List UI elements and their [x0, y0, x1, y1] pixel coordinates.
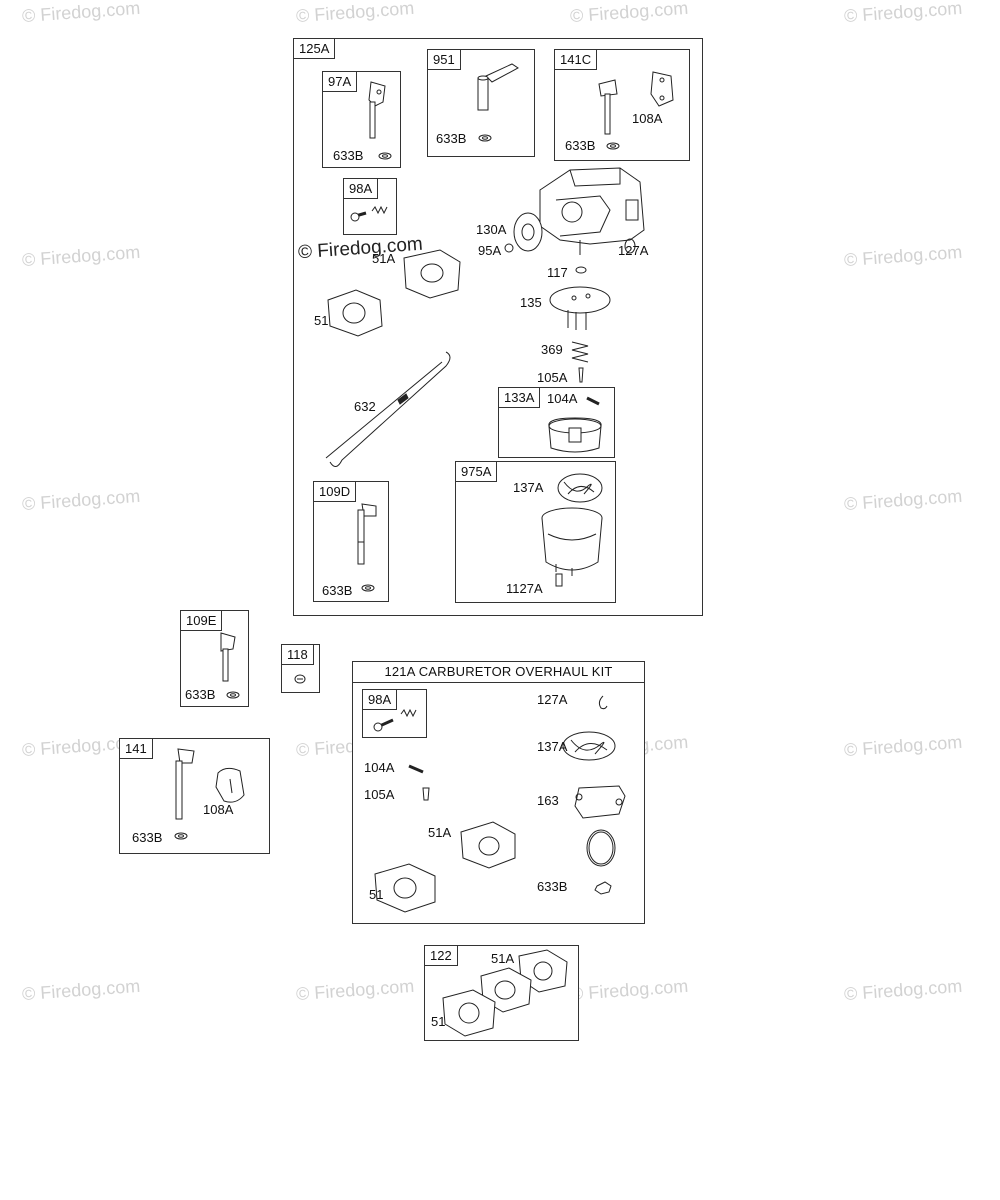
- frame-label: 133A: [498, 387, 541, 408]
- part-label-104a: 104A: [547, 391, 578, 406]
- throttle-shaft-drawing: [314, 482, 388, 601]
- part-label-1127a: 1127A: [506, 581, 543, 596]
- part-label-127a: 127A: [618, 243, 649, 258]
- part-label-632: 632: [354, 399, 376, 414]
- watermark: © Firedog.com: [295, 0, 415, 27]
- frame-label: 141C: [554, 49, 598, 70]
- part-label-51: 51: [314, 313, 329, 328]
- part-label-633b: 633B: [537, 879, 568, 894]
- float-drawing: [499, 388, 614, 457]
- part-label-137a: 137A: [537, 739, 568, 754]
- part-label-163: 163: [537, 793, 559, 808]
- idle-screw-drawing: [344, 179, 396, 234]
- watermark: © Firedog.com: [843, 731, 963, 761]
- frame-109d: 109D 633B: [313, 481, 389, 602]
- part-label-108a: 108A: [203, 802, 234, 817]
- part-label-633b: 633B: [436, 131, 467, 146]
- screw-drawing: [282, 645, 319, 692]
- watermark: © Firedog.com: [569, 0, 689, 27]
- part-label-51a: 51A: [491, 951, 515, 966]
- idle-screw-drawing: [363, 690, 426, 737]
- frame-label: 122: [424, 945, 458, 966]
- frame-141c: 141C 108A 633B: [554, 49, 690, 161]
- part-label-108a: 108A: [632, 111, 663, 126]
- shaft-drawing: [428, 50, 534, 156]
- frame-141: 141 108A 633B: [119, 738, 270, 854]
- part-label-369: 369: [541, 342, 563, 357]
- part-label-95a: 95A: [478, 243, 502, 258]
- frame-122: 122 51A 51: [424, 945, 579, 1041]
- frame-951: 951 633B: [427, 49, 535, 157]
- part-label-51a: 51A: [372, 251, 396, 266]
- watermark: © Firedog.com: [843, 241, 963, 271]
- frame-98a: 98A: [343, 178, 397, 235]
- frame-label: 118: [281, 644, 314, 665]
- gasket-set-drawing: [425, 946, 578, 1040]
- watermark: © Firedog.com: [569, 975, 689, 1005]
- frame-133a: 133A 104A: [498, 387, 615, 458]
- frame-118: 118: [281, 644, 320, 693]
- frame-label: 975A: [455, 461, 498, 482]
- frame-label: 125A: [293, 38, 336, 59]
- part-label-127a: 127A: [537, 692, 568, 707]
- watermark: © Firedog.com: [21, 485, 141, 515]
- frame-97a: 97A 633B: [322, 71, 401, 168]
- part-label-105a: 105A: [537, 370, 568, 385]
- watermark: © Firedog.com: [843, 485, 963, 515]
- kit-title: 121A CARBURETOR OVERHAUL KIT: [353, 662, 644, 683]
- frame-label: 98A: [343, 178, 379, 199]
- frame-label: 109E: [180, 610, 223, 631]
- part-label-633b: 633B: [322, 583, 353, 598]
- float-bowl-drawing: [456, 462, 615, 602]
- part-label-51: 51: [431, 1014, 446, 1029]
- frame-label: 141: [119, 738, 153, 759]
- part-label-51a: 51A: [428, 825, 452, 840]
- frame-label: 97A: [322, 71, 358, 92]
- part-label-633b: 633B: [185, 687, 216, 702]
- part-label-51: 51: [369, 887, 384, 902]
- frame-109e: 109E 633B: [180, 610, 249, 707]
- frame-975a: 975A 137A 1127A: [455, 461, 616, 603]
- frame-kit-98a: 98A: [362, 689, 427, 738]
- choke-shaft-drawing: [181, 611, 248, 706]
- frame-label: 951: [427, 49, 461, 70]
- watermark: © Firedog.com: [21, 975, 141, 1005]
- part-label-633b: 633B: [565, 138, 596, 153]
- watermark: © Firedog.com: [21, 241, 141, 271]
- part-label-130a: 130A: [476, 222, 507, 237]
- part-label-117: 117: [547, 265, 568, 280]
- watermark: © Firedog.com: [21, 0, 141, 27]
- part-label-633b: 633B: [132, 830, 163, 845]
- throttle-shaft-drawing: [555, 50, 689, 160]
- throttle-shaft-drawing: [120, 739, 269, 853]
- frame-label: 98A: [362, 689, 398, 710]
- part-label-633b: 633B: [333, 148, 364, 163]
- watermark: © Firedog.com: [843, 975, 963, 1005]
- watermark: © Firedog.com: [843, 0, 963, 27]
- watermark: © Firedog.com: [295, 975, 415, 1005]
- part-label-105a: 105A: [364, 787, 395, 802]
- frame-label: 109D: [313, 481, 357, 502]
- part-label-104a: 104A: [364, 760, 395, 775]
- part-label-135: 135: [520, 295, 542, 310]
- part-label-137a: 137A: [513, 480, 544, 495]
- choke-lever-drawing: [323, 72, 400, 167]
- kit-parts-drawing: [353, 662, 644, 923]
